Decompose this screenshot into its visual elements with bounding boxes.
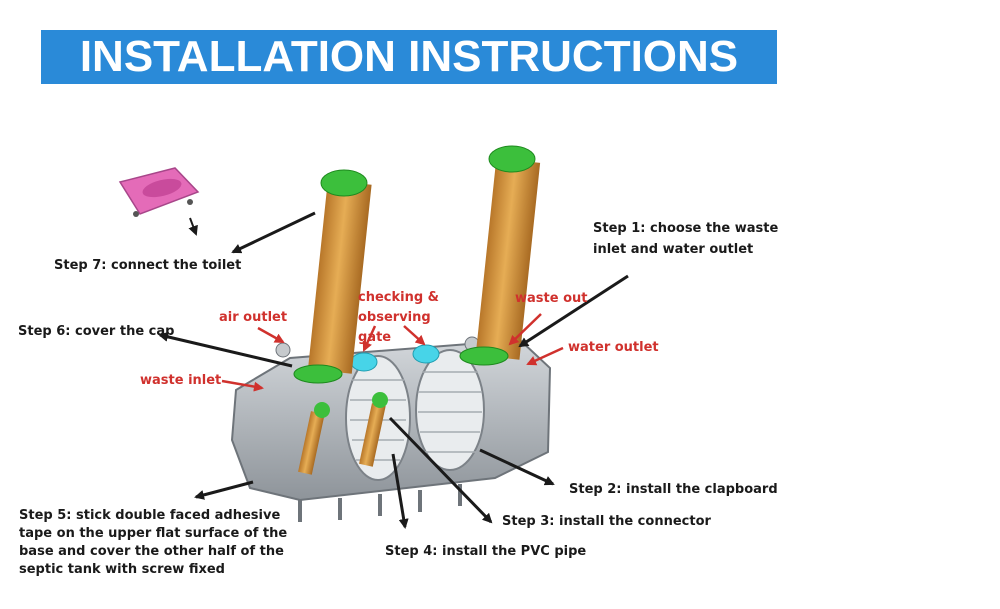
step5-label: Step 5: stick double faced adhesive tape…	[19, 508, 288, 577]
water-outlet-label: water outlet	[568, 340, 659, 355]
toilet-icon	[118, 167, 200, 217]
observing-gate-icon	[350, 352, 378, 372]
vertical-pipe-right	[459, 145, 541, 366]
waste-inlet-label: waste inlet	[140, 373, 222, 388]
title-banner: INSTALLATION INSTRUCTIONS	[41, 30, 777, 84]
step4-label: Step 4: install the PVC pipe	[385, 544, 587, 559]
page-title: INSTALLATION INSTRUCTIONS	[79, 32, 739, 81]
air-outlet-label: air outlet	[219, 310, 288, 325]
step7-label: Step 7: connect the toilet	[54, 258, 242, 273]
step3-label: Step 3: install the connector	[502, 514, 711, 529]
observing-gate-icon	[412, 344, 440, 364]
septic-tank-body	[230, 336, 552, 522]
vertical-pipe-left	[293, 169, 372, 384]
checking-gate-label: checking & observing gate	[358, 290, 440, 345]
step6-label: Step 6: cover the cap	[18, 324, 175, 339]
pvc-pipe-inner	[298, 392, 388, 475]
step1-label: Step 1: choose the waste inlet and water…	[593, 221, 779, 257]
waste-out-label: waste out	[515, 291, 588, 306]
step2-label: Step 2: install the clapboard	[569, 482, 778, 497]
